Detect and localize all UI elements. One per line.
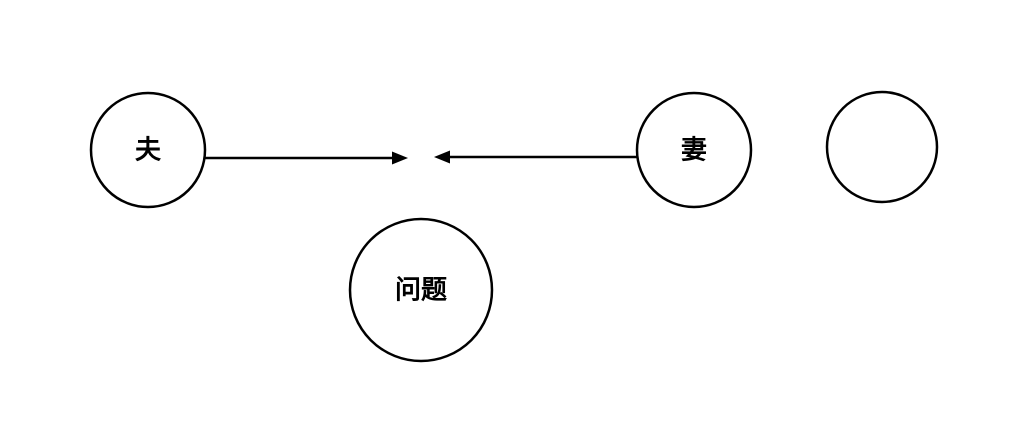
node-wife-label: 妻 bbox=[681, 136, 707, 166]
arrowhead-right-icon bbox=[392, 151, 408, 165]
node-empty bbox=[825, 90, 939, 204]
node-wife-circle bbox=[635, 91, 753, 209]
node-problem: 问题 bbox=[348, 217, 494, 363]
arrowhead-left-icon bbox=[434, 150, 450, 164]
node-husband: 夫 bbox=[89, 91, 207, 209]
node-empty-circle bbox=[825, 90, 939, 204]
node-problem-circle bbox=[348, 217, 494, 363]
node-husband-label: 夫 bbox=[135, 136, 162, 166]
node-problem-label: 问题 bbox=[395, 276, 447, 306]
node-wife: 妻 bbox=[635, 91, 753, 209]
edge-wife-to-center bbox=[434, 150, 637, 164]
edge-husband-to-center bbox=[205, 151, 408, 165]
node-husband-circle bbox=[89, 91, 207, 209]
